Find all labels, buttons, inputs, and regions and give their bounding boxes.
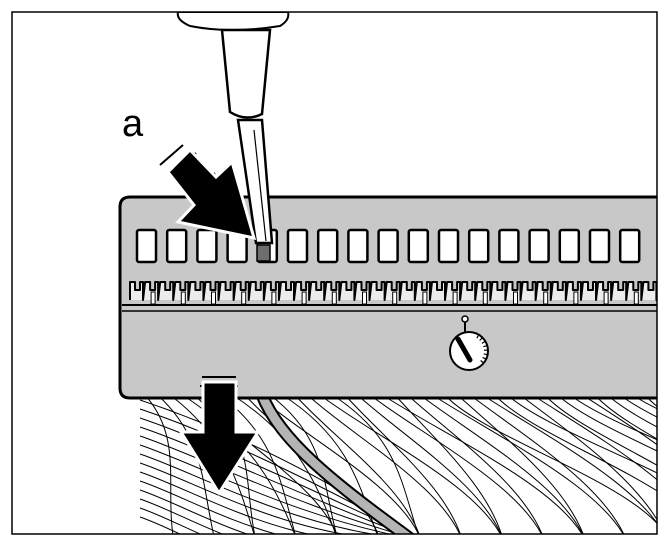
arrow-down-right-icon xyxy=(159,144,257,240)
release-slot xyxy=(528,228,550,264)
release-slot xyxy=(498,228,520,264)
release-slot xyxy=(437,228,460,264)
frame-border xyxy=(11,11,658,535)
release-slot xyxy=(135,228,158,264)
release-slot-row xyxy=(135,228,641,264)
release-slot xyxy=(377,228,399,264)
release-slot xyxy=(588,228,611,264)
terminal-pin xyxy=(573,291,579,305)
release-slot xyxy=(316,228,339,264)
release-slot xyxy=(347,228,369,264)
release-slot xyxy=(558,228,581,264)
pressed-slot xyxy=(256,244,271,262)
terminal-pin xyxy=(633,291,639,305)
terminal-pin xyxy=(271,291,277,305)
terminal-pin xyxy=(362,291,367,305)
release-slot xyxy=(286,228,309,264)
terminal-pin xyxy=(422,291,428,305)
highlighted-wire xyxy=(257,393,412,534)
release-slot xyxy=(165,228,188,264)
terminal-row xyxy=(129,281,669,305)
terminal-block xyxy=(118,195,669,400)
release-slot xyxy=(407,228,430,264)
terminal-pin xyxy=(665,292,669,304)
terminal-pin xyxy=(301,291,307,305)
terminal-pin xyxy=(392,291,398,305)
terminal-pin xyxy=(331,291,337,305)
terminal-pin xyxy=(543,291,549,305)
terminal-pin xyxy=(180,291,186,305)
terminal-pin xyxy=(603,291,609,305)
terminal-pin xyxy=(482,291,488,305)
terminal-pin xyxy=(452,291,458,305)
dial-icon xyxy=(449,315,489,371)
release-slot xyxy=(618,228,641,264)
arrow-down-icon xyxy=(178,376,261,496)
callout-label-a: a xyxy=(122,103,144,145)
terminal-pin xyxy=(241,291,247,305)
terminal-pin xyxy=(211,291,216,305)
release-slot xyxy=(467,228,490,264)
terminal-pin xyxy=(513,291,518,305)
terminal-pin xyxy=(150,291,156,305)
release-tool xyxy=(176,12,290,245)
release-slot xyxy=(196,228,218,264)
